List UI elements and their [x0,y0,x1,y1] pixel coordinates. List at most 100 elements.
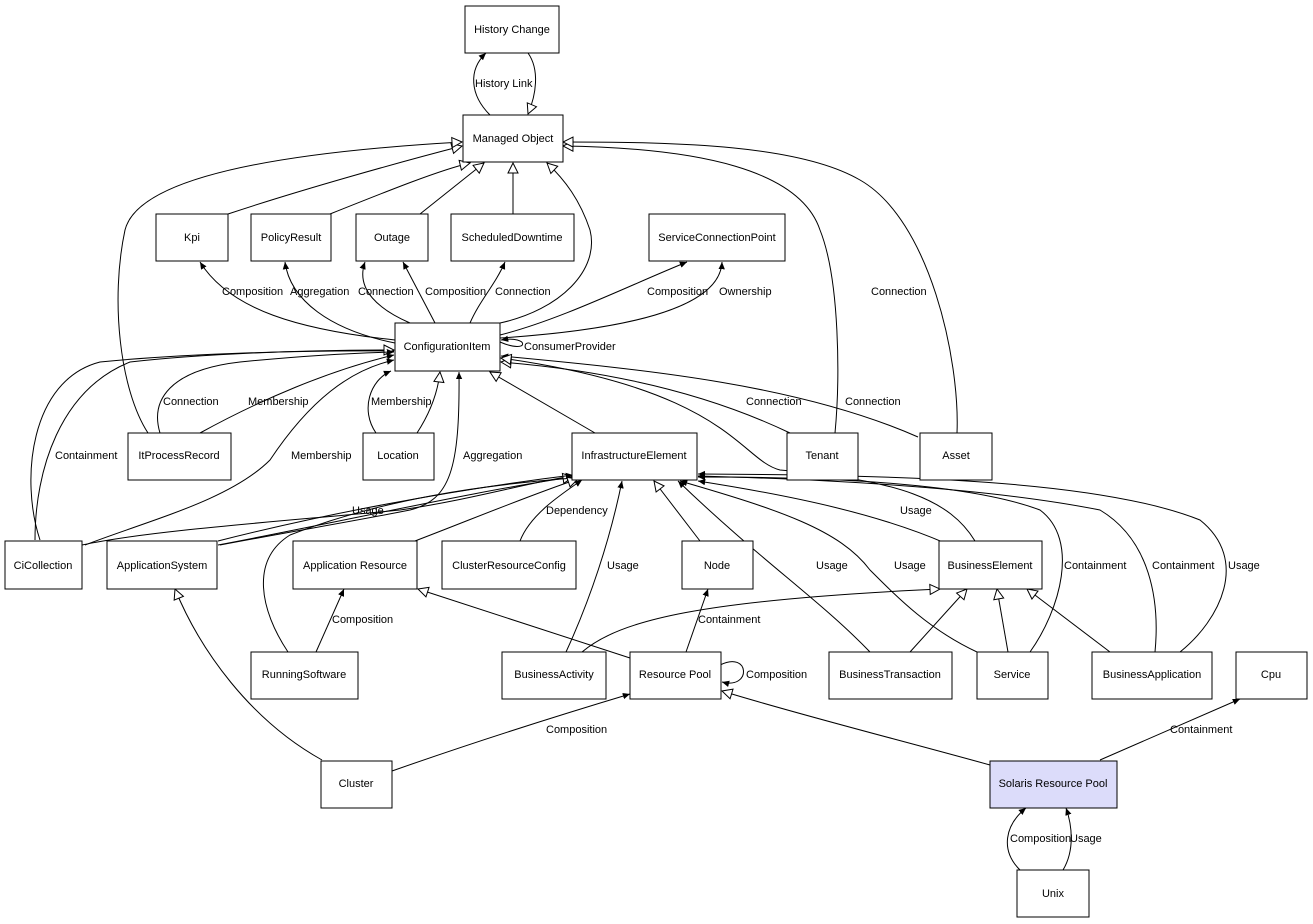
node-ci-collection[interactable]: CiCollection [4,540,83,590]
node-label: BusinessElement [948,560,1033,572]
node-running-software[interactable]: RunningSoftware [250,651,359,700]
label-containment-cicollection: Containment [55,450,117,462]
node-kpi[interactable]: Kpi [155,213,229,262]
edge-inherit-managed-object [117,142,958,434]
label-membership-cicollection: Membership [291,450,352,462]
label-dependency: Dependency [546,505,608,517]
node-infrastructure-element[interactable]: InfrastructureElement [571,432,698,481]
edge-history-link [473,52,536,116]
node-label: Cluster [339,778,374,790]
label-history-link: History Link [475,78,533,90]
node-business-activity[interactable]: BusinessActivity [501,651,607,700]
node-outage[interactable]: Outage [355,213,429,262]
label-composition-unix: Composition [1010,833,1071,845]
node-it-process-record[interactable]: ItProcessRecord [127,432,232,481]
edges [30,52,1241,871]
label-connection-tenant-mo: Connection [871,286,927,298]
node-cluster[interactable]: Cluster [320,760,393,809]
label-membership-location: Membership [371,396,432,408]
label-usage-businesstransaction: Usage [816,560,848,572]
node-policy-result[interactable]: PolicyResult [250,213,332,262]
node-application-system[interactable]: ApplicationSystem [106,540,218,590]
node-label: PolicyResult [261,232,322,244]
label-connection-itpr: Connection [163,396,219,408]
node-label: ItProcessRecord [138,450,219,462]
node-label: ServiceConnectionPoint [658,232,775,244]
nodes: History Change Managed Object Kpi Policy… [4,5,1308,918]
label-usage-businessactivity: Usage [607,560,639,572]
node-label: CiCollection [14,560,73,572]
node-location[interactable]: Location [362,432,435,481]
label-usage-businessapp: Usage [1228,560,1260,572]
node-business-application[interactable]: BusinessApplication [1091,651,1213,700]
node-label: ConfigurationItem [404,341,491,353]
node-label: Application Resource [303,560,407,572]
label-containment-cpu: Containment [1170,724,1232,736]
node-label: ScheduledDowntime [462,232,563,244]
label-usage-appsystem: Usage [352,505,384,517]
label-composition-resourcepool-self: Composition [746,669,807,681]
node-label: Outage [374,232,410,244]
node-scheduled-downtime[interactable]: ScheduledDowntime [450,213,575,262]
node-application-resource[interactable]: Application Resource [292,540,418,590]
node-cluster-resource-config[interactable]: ClusterResourceConfig [441,540,577,590]
node-label: RunningSoftware [262,669,346,681]
label-aggregation-policy: Aggregation [290,286,349,298]
label-connection-downtime: Connection [495,286,551,298]
label-containment-resourcepool: Containment [698,614,760,626]
node-cpu[interactable]: Cpu [1235,651,1308,700]
edge-lower [175,589,1241,871]
node-label: Solaris Resource Pool [999,778,1108,790]
node-node[interactable]: Node [681,540,754,590]
label-composition-runningsoftware: Composition [332,614,393,626]
label-composition-cluster: Composition [546,724,607,736]
node-history-change[interactable]: History Change [464,5,560,54]
edge-infra-incoming [81,470,1227,653]
node-label: BusinessActivity [514,669,594,681]
node-label: Service [994,669,1031,681]
node-label: Managed Object [473,133,554,145]
label-usage-unix: Usage [1070,833,1102,845]
label-usage-service: Usage [894,560,926,572]
node-service[interactable]: Service [976,651,1049,700]
label-usage-businesselement: Usage [900,505,932,517]
node-label: BusinessTransaction [839,669,941,681]
node-label: History Change [474,24,550,36]
node-label: BusinessApplication [1103,669,1201,681]
label-consumer-provider: ConsumerProvider [524,341,616,353]
node-configuration-item[interactable]: ConfigurationItem [394,322,501,372]
label-containment-service: Containment [1064,560,1126,572]
label-composition-kpi: Composition [222,286,283,298]
edge-ci-incoming [30,350,976,546]
node-label: ClusterResourceConfig [452,560,566,572]
node-label: Location [377,450,419,462]
node-label: Tenant [805,450,838,462]
label-composition-outage: Composition [425,286,486,298]
node-label: ApplicationSystem [117,560,208,572]
node-label: Node [704,560,730,572]
node-solaris-resource-pool[interactable]: Solaris Resource Pool [989,760,1118,809]
node-service-connection-point[interactable]: ServiceConnectionPoint [648,213,786,262]
label-composition-scp: Composition [647,286,708,298]
label-aggregation-appsystem: Aggregation [463,450,522,462]
node-label: Asset [942,450,970,462]
label-connection-asset: Connection [845,396,901,408]
label-containment-businessapp: Containment [1152,560,1214,572]
node-label: InfrastructureElement [581,450,686,462]
node-business-transaction[interactable]: BusinessTransaction [828,651,953,700]
node-label: Resource Pool [639,669,711,681]
node-managed-object[interactable]: Managed Object [462,114,564,163]
node-resource-pool[interactable]: Resource Pool [629,651,722,700]
node-business-element[interactable]: BusinessElement [938,540,1043,590]
node-label: Cpu [1261,669,1281,681]
edge-labels: History Link Composition Aggregation Con… [55,78,1260,845]
label-connection-tenant-ci: Connection [746,396,802,408]
node-unix[interactable]: Unix [1016,869,1090,918]
node-label: Unix [1042,888,1065,900]
node-asset[interactable]: Asset [919,432,993,481]
node-label: Kpi [184,232,200,244]
label-connection-outage: Connection [358,286,414,298]
label-ownership-scp: Ownership [719,286,772,298]
node-tenant[interactable]: Tenant [786,432,859,481]
